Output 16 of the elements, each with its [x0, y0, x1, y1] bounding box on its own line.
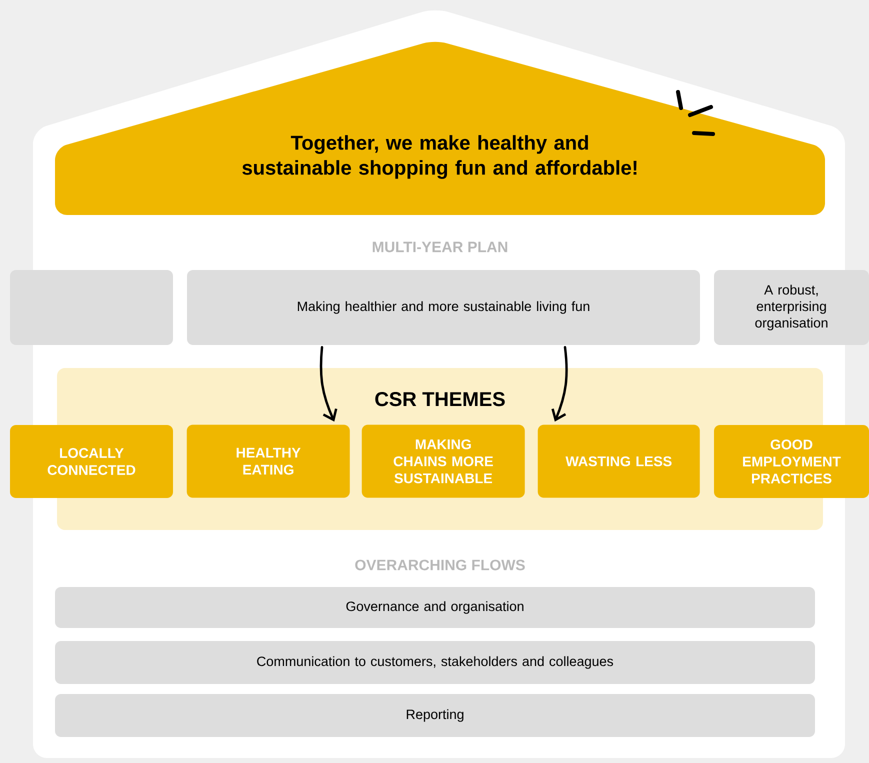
theme-box: GOOD EMPLOYMENT PRACTICES — [714, 425, 869, 498]
roof-banner: Together, we make healthy and sustainable shopping fun and affordable! — [55, 42, 826, 215]
section-heading: OVERARCHING FLOWS — [355, 560, 525, 570]
plan-box: A robust, enterprising organisation — [714, 270, 869, 345]
theme-box: WASTING LESS — [538, 424, 700, 498]
theme-box: MAKING CHAINS MORE SUSTAINABLE — [362, 424, 525, 498]
theme-box: LOCALLY CONNECTED — [10, 425, 173, 498]
arrow — [551, 346, 568, 422]
section-heading: MULTI-YEAR PLAN — [372, 242, 508, 252]
plan-box — [10, 270, 173, 345]
arrow — [320, 346, 338, 422]
flow-bar: Communication to customers, stakeholders and colleagues — [55, 641, 815, 684]
flow-bar: Governance and organisation — [55, 587, 815, 628]
theme-box: HEALTHY EATING — [186, 424, 350, 498]
plan-box: Making healthier and more sustainable living fun — [187, 270, 700, 345]
flow-bar: Reporting — [55, 694, 815, 737]
